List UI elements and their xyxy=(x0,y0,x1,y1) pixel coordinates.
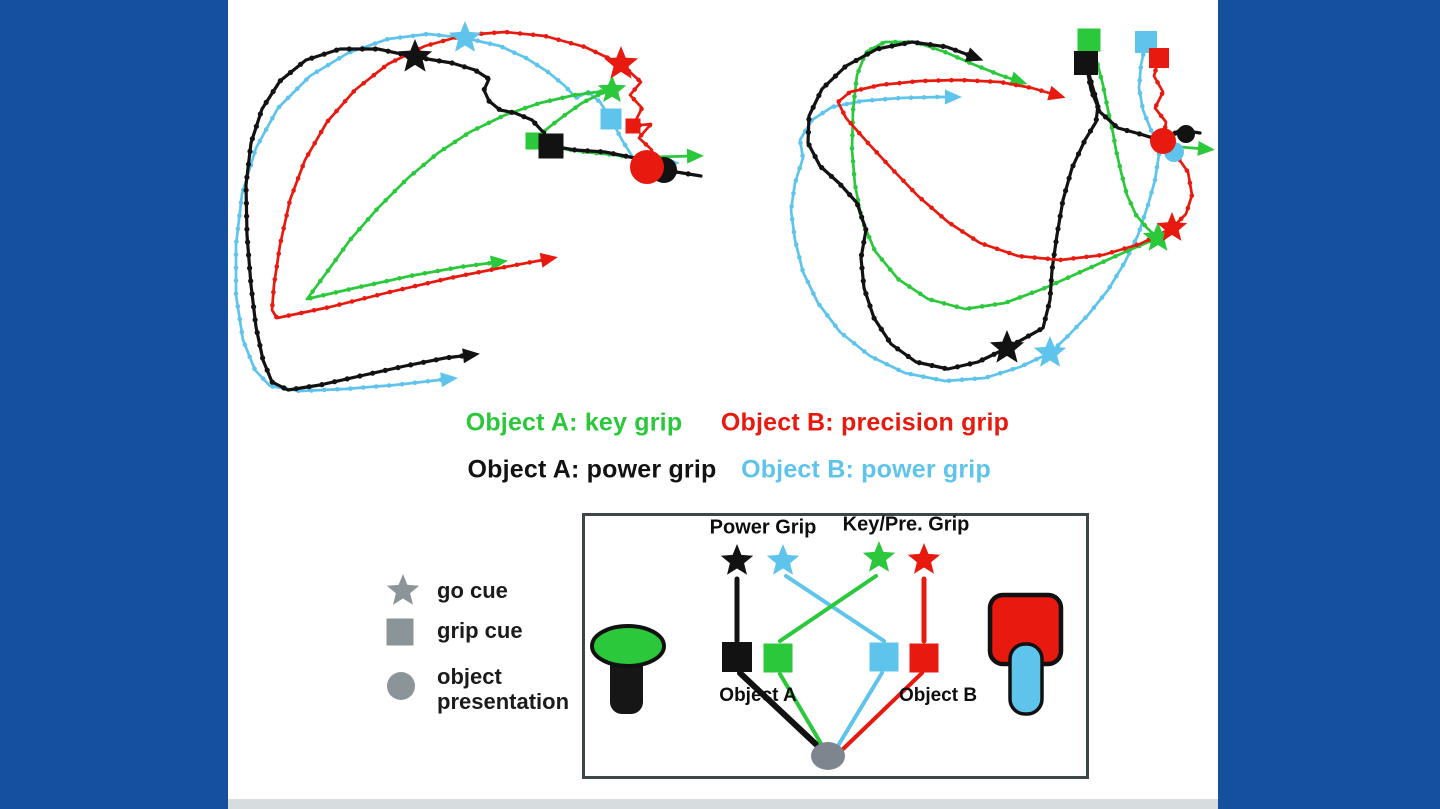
label-objA-key-grip: Object A: key grip xyxy=(465,408,683,437)
label-keypre-grip: Key/Pre. Grip xyxy=(842,513,970,536)
object-presentation-circle-icon xyxy=(387,672,415,700)
schematic-square-red xyxy=(909,643,939,673)
converge-link-black xyxy=(737,670,824,752)
converge-link-blue xyxy=(834,671,884,751)
label-object-presentation: object presentation xyxy=(437,664,570,715)
label-objA-power-grip: Object A: power grip xyxy=(467,455,717,484)
markers-left-panel-object-a-key-grip xyxy=(525,75,627,150)
markers-right-panel-object-a-key-grip xyxy=(1077,28,1174,251)
markers-left-panel-object-b-precision-grip xyxy=(603,46,664,184)
label-object-a: Object A xyxy=(719,685,797,706)
schematic-star-red xyxy=(907,543,941,574)
label-object-b: Object B xyxy=(898,685,978,706)
cue-link-green xyxy=(778,574,878,643)
cue-link-blue xyxy=(784,574,886,643)
schematic-square-blue xyxy=(869,642,899,672)
schematic-star-blue xyxy=(766,544,800,575)
converge-link-red xyxy=(839,671,924,753)
markers-right-panel-object-a-power-grip xyxy=(989,51,1195,363)
markers-right-panel-object-b-power-grip xyxy=(1033,31,1184,367)
marker-legend-icons xyxy=(386,574,420,700)
panel-bottom-strip xyxy=(228,799,1218,809)
markers-right-panel-object-b-precision-grip xyxy=(1149,48,1188,241)
schematic-star-green xyxy=(862,541,896,572)
label-objB-power-grip: Object B: power grip xyxy=(741,455,991,484)
label-power-grip: Power Grip xyxy=(709,516,817,539)
object-b-drawing xyxy=(987,592,1064,716)
legend-schematic-box xyxy=(582,513,1089,779)
right-panel xyxy=(789,28,1215,384)
label-grip-cue: grip cue xyxy=(437,618,523,643)
object-a-drawing xyxy=(590,624,666,714)
object-presentation-marker xyxy=(1177,125,1195,143)
schematic-presentation-circle xyxy=(811,742,845,770)
trajectory-right-panel-object-a-key-grip xyxy=(849,38,1215,311)
go-cue-star-icon xyxy=(386,574,420,605)
schematic-star-black xyxy=(720,544,754,575)
grip-cue-square-icon xyxy=(386,618,414,646)
trajectory-left-panel-object-b-precision-grip xyxy=(270,29,654,320)
schematic-square-black xyxy=(722,642,752,672)
converge-link-green xyxy=(778,672,828,754)
label-objB-precision-grip: Object B: precision grip xyxy=(720,408,1010,437)
object-presentation-marker xyxy=(630,150,664,184)
left-panel xyxy=(233,21,704,394)
label-go-cue: go cue xyxy=(437,578,508,603)
object-presentation-marker xyxy=(1150,128,1176,154)
markers-left-panel-object-b-power-grip xyxy=(448,21,622,130)
legend-schematic xyxy=(590,541,1064,770)
figure-panel xyxy=(228,0,1218,809)
schematic-square-green xyxy=(763,643,793,673)
